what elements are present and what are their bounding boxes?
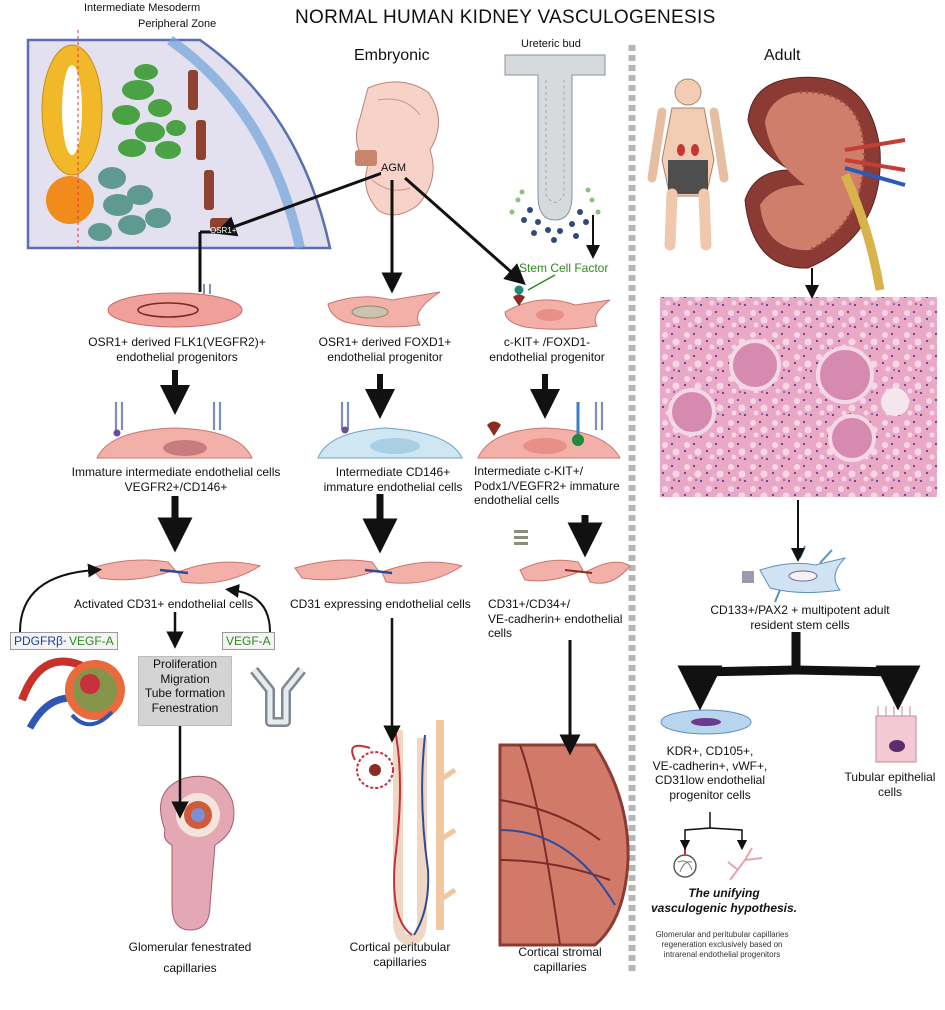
pdgfr-box: PDGFRβ+ [10, 632, 74, 650]
cd31-cd34-cells [514, 530, 631, 584]
col2-cd31-label: CD31 expressing endothelial cells [290, 597, 471, 611]
ckit-foxd1-cell [504, 285, 611, 330]
adult-stem-cell [742, 545, 847, 603]
processes-box: Proliferation Migration Tube formation F… [138, 656, 232, 726]
glomerulus-illustration [18, 657, 125, 730]
kidney-histology [660, 297, 937, 497]
osr1-tag: OSR1+ [210, 226, 237, 235]
immature-intermediate-cell [96, 402, 253, 459]
col2-intermediate-label: Intermediate CD146+immature endothelial … [323, 465, 463, 494]
kdr-label: KDR+, CD105+,VE-cadherin+, vWF+,CD31low … [652, 744, 768, 802]
adult-kidney [744, 76, 906, 291]
mesoderm-section [26, 30, 332, 250]
vegfa-left-box: VEGF-A [66, 632, 118, 650]
col3-progenitor-label: c-KIT+ /FOXD1-endothelial progenitor [489, 335, 605, 364]
glomerulus-icon [673, 845, 697, 878]
col1-progenitor-label: OSR1+ derived FLK1(VEGFR2)+endothelial p… [88, 335, 266, 364]
col1-activated-label: Activated CD31+ endothelial cells [74, 597, 254, 611]
stem-cell-factor-label: Stem Cell Factor [519, 261, 609, 275]
nephron-capsule-illustration [160, 775, 235, 931]
diagram-title: NORMAL HUMAN KIDNEY VASCULOGENESIS [295, 7, 716, 28]
cd31-expressing-cells [294, 559, 464, 584]
connector-arrows [19, 170, 921, 851]
intermediate-ckit-cell [477, 402, 621, 459]
peritubular-illustration [351, 720, 457, 946]
cortical-section-illustration [498, 743, 630, 947]
peripheral-zone-label: Peripheral Zone [138, 18, 217, 30]
osr1-flk1-cell [107, 284, 243, 328]
intermediate-cd146-cell [317, 402, 463, 459]
y-vessel-illustration [250, 666, 306, 727]
ureteric-bud-illustration [504, 54, 606, 243]
kdr-progenitor-cell [660, 709, 752, 735]
col3-intermediate-label: Intermediate c-KIT+/Podx1/VEGFR2+ immatu… [474, 464, 620, 508]
tubular-epithelial-cell [875, 706, 917, 763]
embryonic-header: Embryonic [354, 47, 430, 64]
capillary-branch-icon [727, 847, 763, 881]
vegfa-right-box: VEGF-A [222, 632, 275, 650]
intermediate-mesoderm-label: Intermediate Mesoderm [84, 2, 201, 14]
col2-progenitor-label: OSR1+ derived FOXD1+endothelial progenit… [318, 335, 452, 364]
ureteric-bud-label: Ureteric bud [521, 38, 581, 50]
activated-cd31-cells [91, 559, 262, 584]
osr1-foxd1-cell [327, 291, 441, 328]
adult-header: Adult [764, 47, 801, 64]
agm-label: AGM [381, 162, 407, 176]
human-figure [647, 78, 729, 251]
